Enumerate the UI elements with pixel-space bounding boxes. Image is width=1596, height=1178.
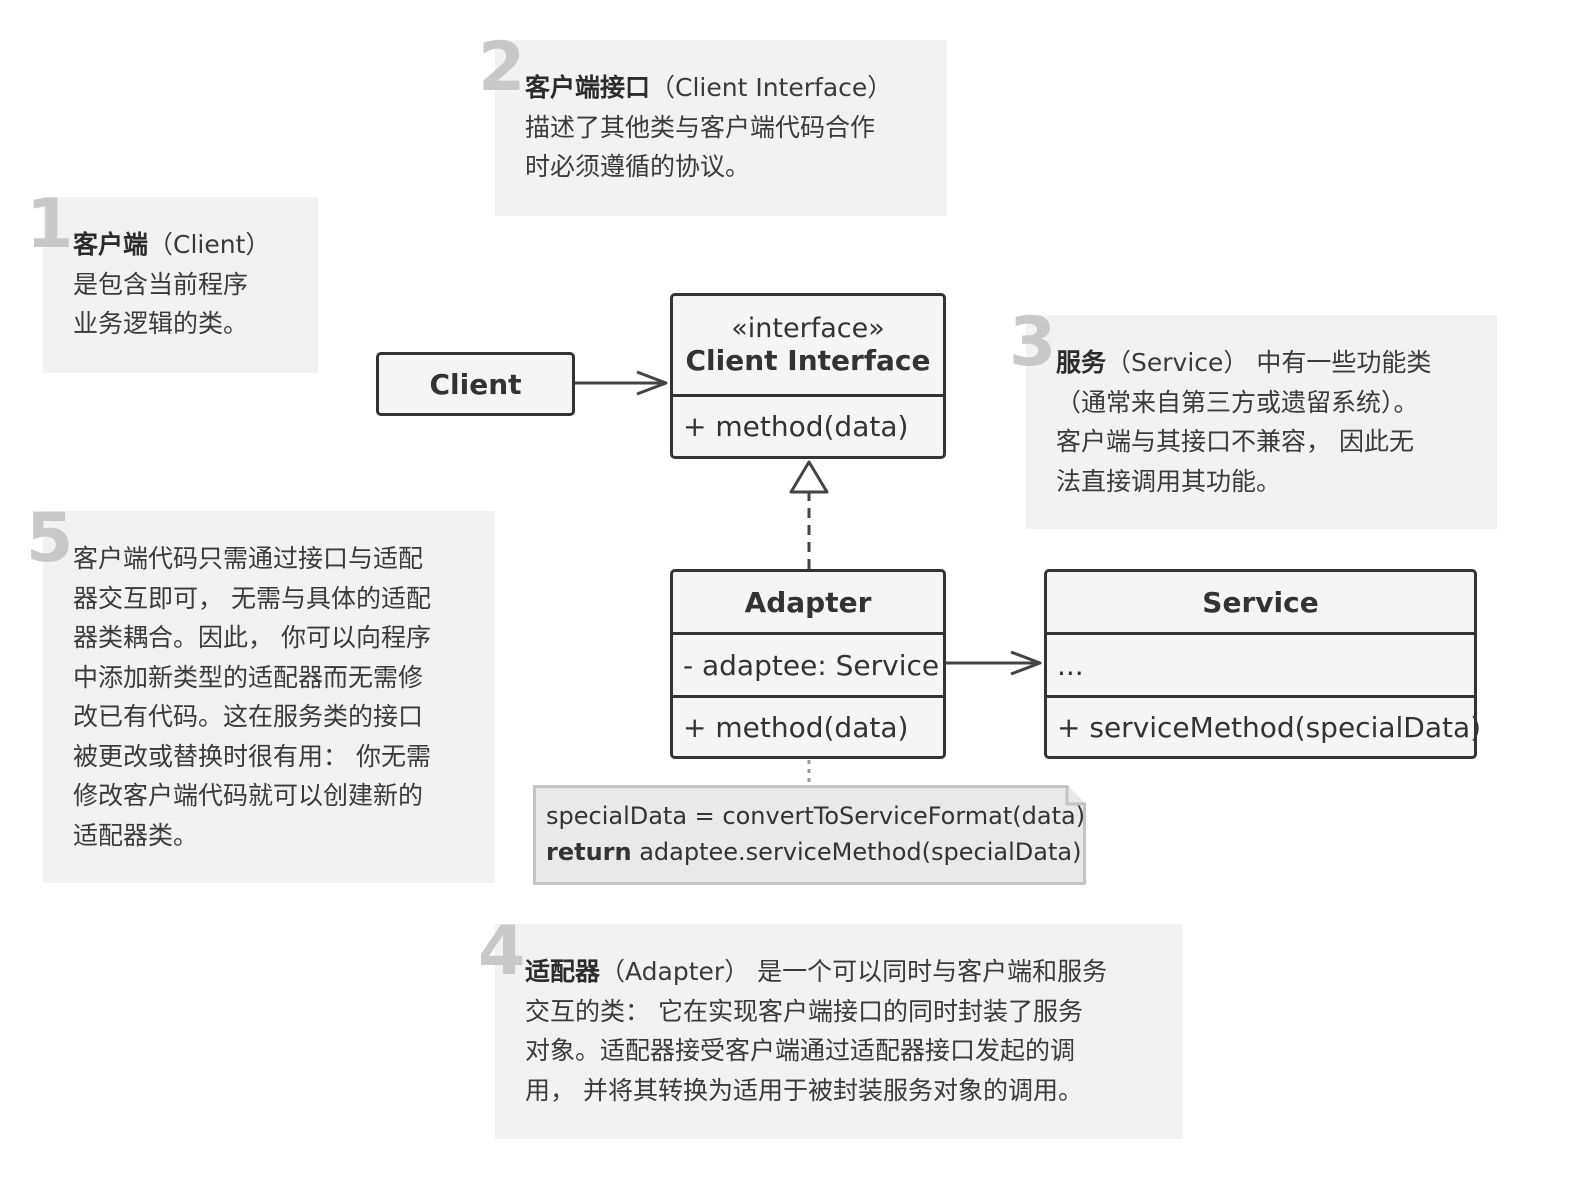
note-2-text: 客户端接口（Client Interface） 描述了其他类与客户端代码合作 时… (525, 68, 892, 187)
note-3-title: 服务 (1056, 348, 1107, 377)
class-adapter: Adapter - adaptee: Service + method(data… (670, 569, 946, 759)
note-5-line-3: 器类耦合。因此， 你可以向程序 (73, 623, 431, 652)
note-adapter (495, 924, 1183, 1139)
note-4-line-1: 交互的类： 它在实现客户端接口的同时封装了服务 (525, 996, 1083, 1026)
note-1-title-en: （Client） (148, 230, 271, 259)
code-line-2-rest: adaptee.serviceMethod(specialData) (631, 838, 1082, 866)
note-1-title: 客户端 (73, 230, 149, 259)
note-1-line-1: 是包含当前程序 (73, 269, 249, 299)
class-adapter-field: - adaptee: Service (673, 635, 943, 698)
note-5-line-2: 器交互即可， 无需与具体的适配 (73, 583, 431, 613)
note-number-5: 5 (26, 499, 74, 578)
note-service (1026, 315, 1497, 529)
note-2-title-en: （Client Interface） (650, 73, 893, 102)
class-service-name: Service (1047, 572, 1474, 635)
note-client (43, 197, 318, 373)
class-client-interface-header: «interface» Client Interface (673, 296, 943, 397)
client-to-interface-arrowhead (636, 370, 668, 396)
note-4-line-3: 用， 并将其转换为适用于被封装服务对象的调用。 (525, 1075, 1083, 1105)
note-1-line-2: 业务逻辑的类。 (73, 309, 249, 338)
note-number-4: 4 (478, 912, 526, 991)
note-1-text: 客户端（Client） 是包含当前程序 业务逻辑的类。 (73, 225, 270, 344)
note-5-line-1: 客户端代码只需通过接口与适配 (73, 544, 424, 573)
class-client-interface: «interface» Client Interface + method(da… (670, 293, 946, 459)
note-number-1: 1 (26, 185, 74, 264)
code-note: specialData = convertToServiceFormat(dat… (533, 785, 1086, 885)
class-client-interface-name: Client Interface (685, 344, 931, 377)
note-number-2: 2 (478, 28, 526, 107)
note-5-line-8: 适配器类。 (73, 820, 199, 850)
note-5-line-4: 中添加新类型的适配器而无需修 (73, 662, 424, 692)
class-service-field: ... (1047, 635, 1474, 698)
note-4-title-rest: （Adapter） 是一个可以同时与客户端和服务 (600, 957, 1108, 986)
note-benefits (43, 511, 495, 883)
code-note-fold-corner (1067, 785, 1086, 804)
note-4-line-2: 对象。适配器接受客户端通过适配器接口发起的调 (525, 1036, 1076, 1065)
note-number-3: 3 (1009, 303, 1057, 382)
note-2-line-1: 描述了其他类与客户端代码合作 (525, 112, 876, 142)
note-3-line-2: 客户端与其接口不兼容， 因此无 (1056, 427, 1414, 456)
class-service-method: + serviceMethod(specialData) (1057, 710, 1482, 744)
class-adapter-method: + method(data) (683, 710, 909, 744)
code-line-2: return adaptee.serviceMethod(specialData… (546, 838, 1081, 866)
class-client-interface-method: + method(data) (683, 410, 909, 443)
adapter-to-service-arrowhead (1010, 650, 1042, 676)
note-client-interface (495, 40, 947, 216)
class-client: Client (376, 352, 575, 416)
note-5-text: 客户端代码只需通过接口与适配 器交互即可， 无需与具体的适配 器类耦合。因此， … (73, 539, 431, 855)
note-3-line-3: 法直接调用其功能。 (1056, 466, 1282, 496)
code-keyword-return: return (546, 838, 632, 866)
class-service: Service ... + serviceMethod(specialData) (1044, 569, 1482, 759)
note-3-title-rest: （Service） 中有一些功能类 (1106, 348, 1432, 377)
note-5-line-6: 被更改或替换时很有用： 你无需 (73, 741, 431, 771)
note-4-text: 适配器（Adapter） 是一个可以同时与客户端和服务 交互的类： 它在实现客户… (525, 952, 1107, 1110)
class-client-name: Client (429, 367, 522, 401)
note-2-title: 客户端接口 (525, 73, 651, 102)
class-adapter-name: Adapter (673, 572, 943, 635)
note-3-text: 服务（Service） 中有一些功能类 （通常来自第三方或遗留系统）。 客户端与… (1056, 343, 1431, 501)
note-5-line-7: 修改客户端代码就可以创建新的 (73, 781, 424, 810)
note-5-line-5: 改已有代码。这在服务类的接口 (73, 702, 424, 731)
note-3-line-1: （通常来自第三方或遗留系统）。 (1056, 387, 1419, 417)
realization-triangle (789, 460, 829, 494)
code-note-fold-edge (1065, 785, 1086, 806)
note-2-line-2: 时必须遵循的协议。 (525, 152, 751, 181)
code-line-1: specialData = convertToServiceFormat(dat… (546, 802, 1086, 830)
note-4-title: 适配器 (525, 957, 601, 986)
interface-stereotype: «interface» (731, 313, 885, 344)
